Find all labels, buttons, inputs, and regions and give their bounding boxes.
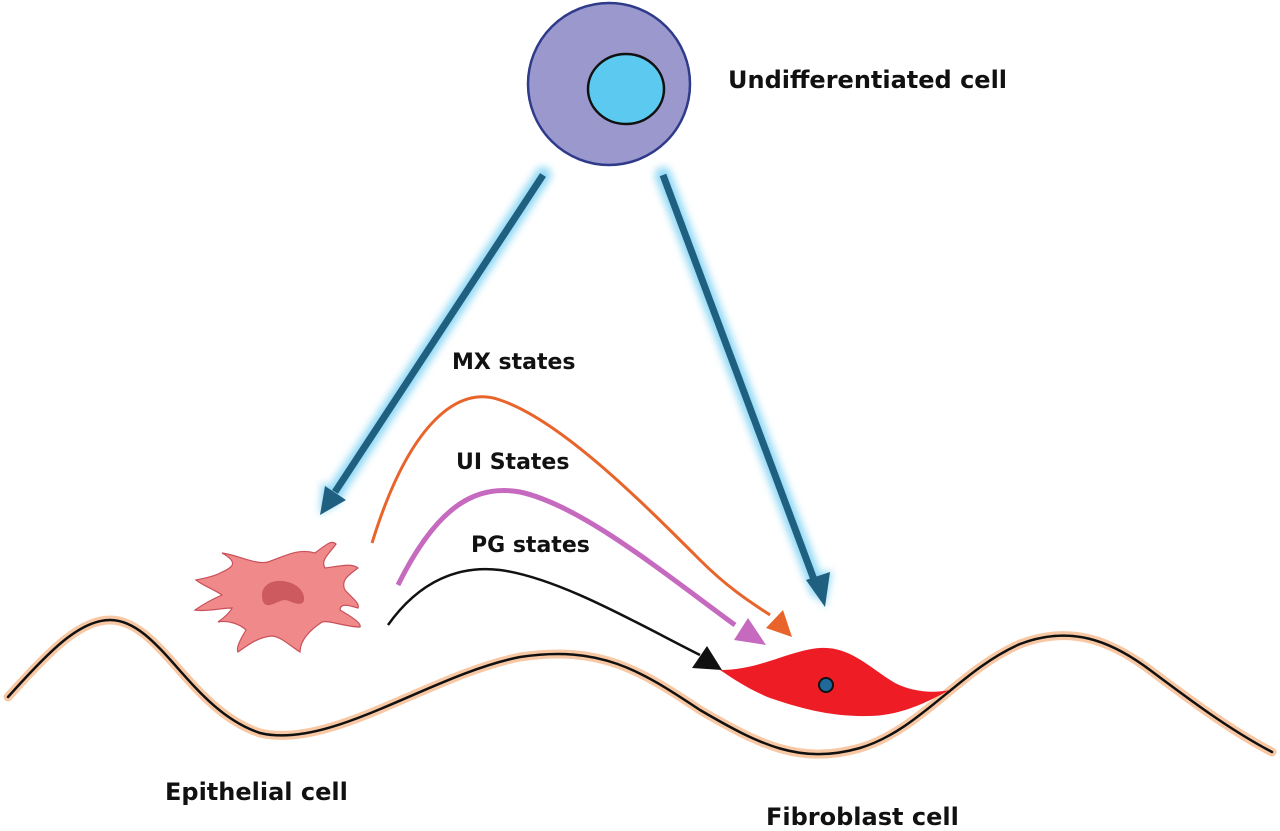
fibroblast-cell-nucleus [818, 677, 834, 693]
ui-transition-arrow [395, 487, 766, 645]
fibroblast-cell-body [720, 647, 950, 717]
mx-transition-arrow [370, 395, 792, 637]
basement-membrane [3, 615, 1277, 759]
ui-states-label: UI States [456, 450, 570, 475]
fibroblast-cell-label: Fibroblast cell [766, 803, 959, 831]
mx-states-label: MX states [452, 350, 576, 375]
epithelial-cell-nucleus [262, 580, 305, 606]
pg-states-label: PG states [471, 533, 590, 558]
arrow-undiff-to-epithelial [320, 167, 551, 515]
undifferentiated-cell-nucleus [586, 52, 666, 126]
membrane-glow [3, 615, 1277, 759]
epithelial-cell-label: Epithelial cell [165, 778, 348, 806]
pg-transition-arrow [386, 567, 722, 670]
undifferentiated-cell [526, 1, 692, 167]
undifferentiated-cell-label: Undifferentiated cell [728, 66, 1008, 94]
epithelial-cell [193, 541, 361, 654]
membrane-line [6, 618, 1274, 756]
fibroblast-cell [720, 647, 950, 717]
arrow-undiff-to-fibroblast [655, 167, 832, 607]
